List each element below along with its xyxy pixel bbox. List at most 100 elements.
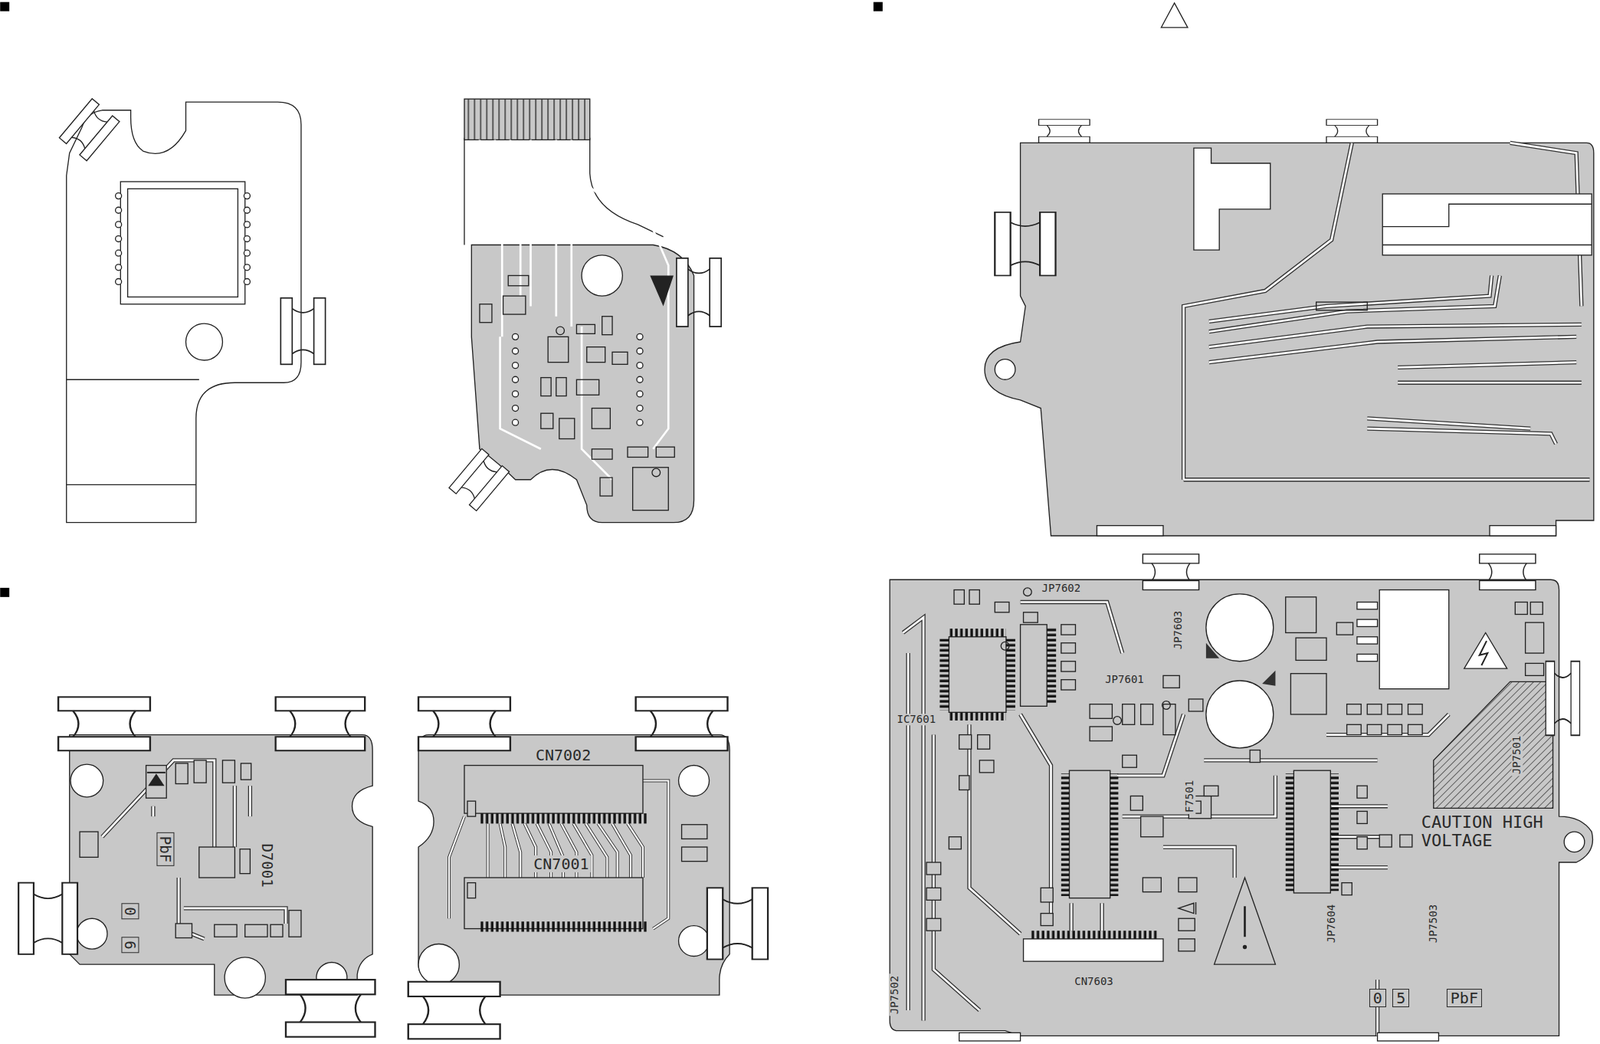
diode-board-part-part: [175, 763, 188, 784]
power-board-front-part: [1206, 642, 1276, 686]
connector-board-part: [479, 921, 649, 932]
diode-board-part-part: [222, 760, 235, 783]
connector-board-part-part: [681, 846, 708, 862]
power-board-front-part-part: [1122, 704, 1135, 725]
flex-board: [449, 98, 722, 523]
flex-board-part-part: [655, 446, 675, 457]
power-board-front-part: [1020, 624, 1048, 707]
sensor-board-part-part: [243, 249, 250, 256]
flex-board-part-part: [556, 139, 572, 327]
power-board-front-part-part: [1122, 754, 1138, 768]
power-board-front-part-part: [926, 862, 941, 875]
flex-board-part-part: [512, 362, 519, 369]
power-board-front-part-part: [959, 775, 970, 791]
power-board-front-part-part: [1367, 724, 1382, 735]
connector-board-part: [449, 780, 669, 929]
power-board-front-part: [959, 1032, 1021, 1041]
power-board-front-part-part: [1061, 624, 1076, 635]
jumper-name: JP7603: [1172, 608, 1184, 651]
power-board-front-part-part: [1387, 724, 1403, 735]
power-board-rear-part: [1382, 203, 1592, 245]
power-board-front-part-part: [1203, 785, 1219, 796]
diode-board-part: [79, 760, 302, 938]
power-board-front-part-part: [1530, 602, 1543, 615]
flex-board-part-part: [636, 405, 643, 412]
power-board-front-part-part: [1178, 938, 1195, 951]
jumper-name: JP7601: [1103, 673, 1146, 686]
power-board-front-part-part: [1206, 680, 1274, 748]
power-board-front-part-part: [1188, 698, 1204, 712]
power-board-front-part-part: [1140, 704, 1154, 725]
connector-board-part-part-part: [449, 816, 465, 919]
flex-board-part-part: [531, 139, 557, 316]
board-digit: 5: [1392, 988, 1410, 1007]
power-board-front-part-part: [948, 836, 961, 850]
flex-board-part: [464, 98, 591, 140]
power-board-front-part-part: [1336, 622, 1353, 635]
flex-board-part-part: [500, 336, 541, 449]
connector-board-part: [467, 800, 708, 898]
connector-board-part: [408, 981, 501, 1040]
power-board-front-part-part: [1061, 642, 1076, 653]
power-board-front-part: [1206, 593, 1378, 748]
power-board-front-part-part: [959, 734, 972, 750]
sensor-board-part: [115, 193, 251, 361]
flex-board-part-part: [581, 326, 613, 480]
diode-board-part-part: [70, 763, 104, 797]
flex-board-part-part: [591, 408, 610, 430]
power-board-front-part: [1068, 770, 1110, 898]
diode-board-part: [70, 763, 348, 998]
flex-board-part: [512, 333, 643, 426]
power-board-front-part-part: [1140, 816, 1164, 837]
power-board-front-part: [1433, 681, 1554, 808]
power-board-front-part-part: [1357, 836, 1368, 850]
power-board-front-part: [1242, 944, 1247, 949]
power-board-front-part-part: [926, 887, 941, 900]
connector-board-part-part: [449, 780, 669, 929]
flex-board-part: [471, 245, 694, 523]
flex-board-part-part: [636, 376, 643, 383]
flex-board-part-part: [576, 324, 595, 334]
sensor-board-part: [120, 181, 245, 305]
flex-board-part-part: [512, 405, 519, 412]
connector-board-part: [479, 813, 649, 823]
connector-board-part: [636, 696, 728, 751]
flex-board-part: [581, 255, 623, 296]
diode-board-part-part: [224, 957, 266, 998]
sensor-board-part-part: [243, 221, 250, 228]
power-board-rear-part: [1096, 525, 1164, 536]
power-board-front-part-part: [994, 602, 1010, 613]
sensor-board: [59, 98, 325, 523]
power-board-front-part-part: [1525, 662, 1545, 676]
power-board-front-part: [1464, 632, 1508, 669]
power-board-rear-part: [994, 212, 1056, 276]
sensor-board-part: [66, 101, 302, 523]
power-board-front-part: [1563, 831, 1585, 853]
power-board-front-part: [948, 636, 1007, 713]
power-board-front-part: [902, 602, 1449, 1037]
diode-board-part: [275, 696, 365, 751]
power-board-front-part-part: [1357, 653, 1378, 661]
diode-board-part-part: [175, 923, 192, 938]
power-board-front-part-part: [1178, 918, 1195, 931]
sensor-board-part-part: [115, 221, 122, 228]
power-board-front-part: [1377, 1032, 1440, 1041]
power-board-front-part-part: [1061, 679, 1076, 690]
power-board-front-part: [1479, 554, 1536, 591]
flex-board-part-part: [512, 390, 519, 397]
flex-board-part: [649, 275, 674, 306]
diode-board-part-part: [76, 918, 108, 949]
flex-board-part: [449, 448, 509, 511]
power-board-front-part-part: [1040, 887, 1053, 902]
power-board-front-part-part: [1357, 619, 1378, 627]
page-markers-part: [873, 2, 883, 12]
page-markers: [0, 2, 1188, 597]
power-board-front-part: [1046, 626, 1056, 704]
diode-board-part-part-part: [183, 908, 286, 924]
power-board-front-part-part: [1061, 661, 1076, 672]
power-board-front-part-part: [1249, 750, 1260, 763]
diode-board-part: [147, 771, 166, 774]
power-board-front-part-part: [1040, 913, 1053, 926]
lead-free-mark: PbF: [156, 832, 174, 866]
jumper-name: JP7602: [1040, 583, 1083, 595]
